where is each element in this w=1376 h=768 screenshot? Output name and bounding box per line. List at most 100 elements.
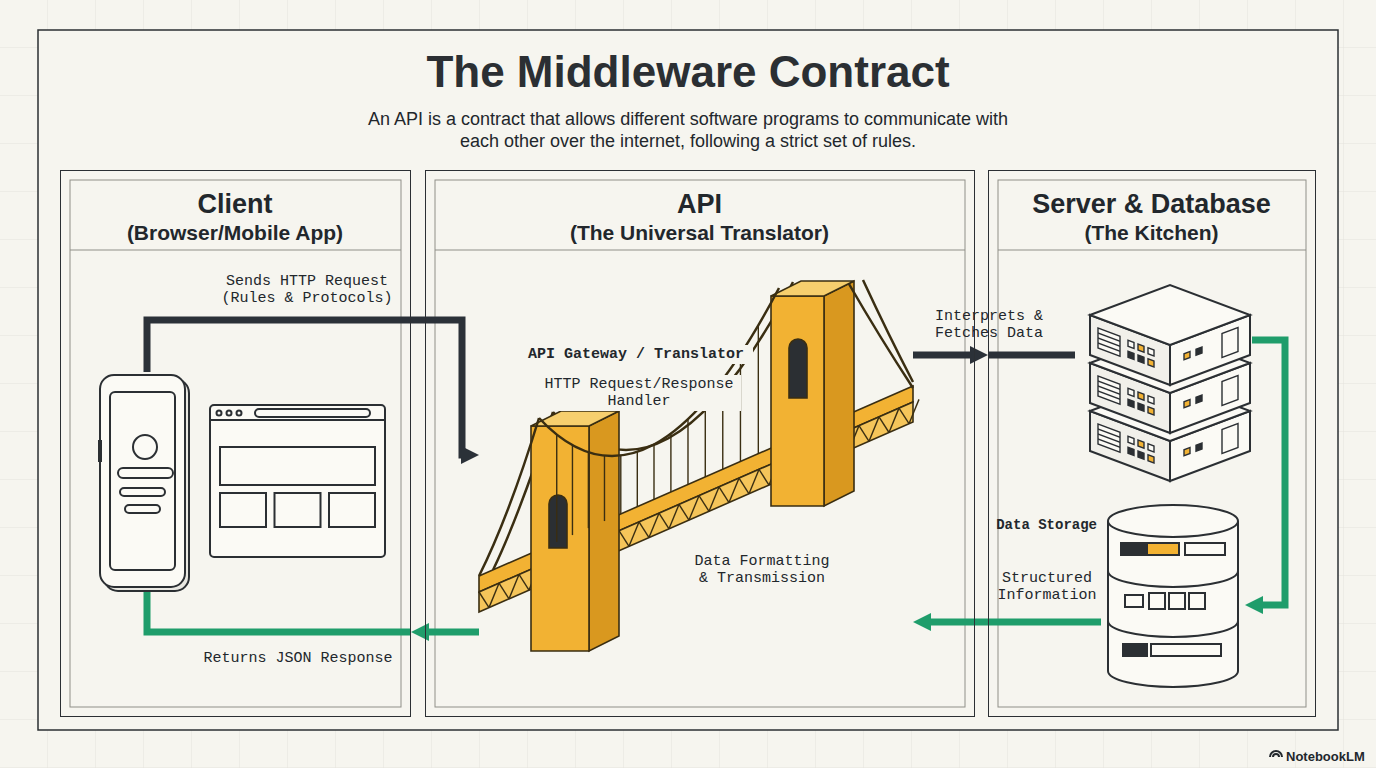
bridge-illustration-part-part [889,408,899,432]
bridge-illustration-part-part [863,280,913,382]
database-illustration-part-part [1125,595,1143,607]
panel-inner-frames-part [998,250,1306,251]
server-unit-part-part [1128,388,1134,396]
server-unit-part-part [1148,455,1154,463]
bridge-illustration-part-part [824,281,854,506]
panel-inner-frames-part [998,180,1306,707]
browser-icon-part [275,493,321,527]
phone-icon-part [98,440,102,462]
bridge-illustration-part-part [705,401,706,477]
server-unit-part-part [1128,399,1134,407]
bridge-illustration-part-part [849,284,913,388]
watermark-icon-part [1270,751,1282,757]
server-unit-part-part [1148,396,1154,404]
bridge-illustration-part [493,280,913,570]
server-unit-part-part [1222,423,1238,453]
edge-label: Returns JSON Response [196,650,400,667]
bridge-illustration-part-part [699,496,709,512]
browser-icon-part [255,409,370,417]
server-unit-part-part [1184,351,1190,359]
server-unit-part-part [1128,447,1134,455]
bridge-illustration-part [531,281,854,651]
bridge-illustration-part-part [604,456,605,521]
bridge-illustration-part-part [549,495,567,548]
panel-subheading: (The Universal Translator) [426,221,973,245]
panel-inner-frames-part [70,250,401,251]
phone-icon-part [100,375,185,587]
bridge-illustration-part-part [709,487,719,511]
bridge-illustration-part-part [719,487,729,503]
server-unit-part-part [1098,338,1120,346]
handler-label: HTTP Request/Response Handler [537,375,741,411]
database-illustration-part [1108,505,1238,687]
watermark-icon-part [1273,754,1279,757]
browser-icon-part [329,493,375,527]
server-unit-part-part [1128,436,1134,444]
database-illustration [1101,501,1246,693]
bridge-illustration-part-part [899,408,909,424]
server-unit-part-part [1098,386,1120,394]
bridge-illustration-part-part [509,574,519,598]
server-to-storage-arrow [1252,340,1285,605]
bridge-illustration-part-part [869,417,879,441]
browser-icon-part [210,405,385,557]
bridge-illustration-part-part [620,456,621,514]
server-unit-part-part [1128,340,1134,348]
bridge-illustration-part-part [519,574,529,590]
database-illustration-part-part [1151,644,1221,656]
watermark: NotebookLM [1286,749,1365,764]
server-unit-part-part [1098,424,1120,452]
bridge-illustration-part-part [739,478,749,494]
server-unit-part-part [1138,392,1144,400]
edge-label: Sends HTTP Request (Rules & Protocols) [212,273,402,307]
bridge-illustration-part-part [759,469,769,485]
formatting-label: Data Formatting & Transmission [685,552,839,588]
api-gateway-bridge: API Gateway / TranslatorHTTP Request/Res… [479,276,913,656]
bridge-illustration-part-part [749,469,759,493]
server-unit-part [1098,328,1154,369]
server-unit-part-part [1222,327,1238,357]
server-stack-icon [1090,285,1250,481]
response-lead-line [147,592,411,632]
server-unit-part [1184,375,1238,419]
server-unit-part-part [1098,343,1120,351]
fetch-lead-line [988,352,1075,359]
bridge-illustration-part-part [670,434,671,492]
bridge-illustration-part-part [556,435,557,542]
server-unit-part [1098,424,1154,465]
panel-inner-frames-part [435,180,965,707]
panel-heading: Client [61,189,409,219]
phone-icon-part [110,392,175,570]
bridge-illustration [479,276,913,656]
bridge-illustration-part-part [687,419,688,484]
bridge-illustration-part-part [649,513,659,537]
flow-arrow [411,320,469,455]
server-unit-part-part [1196,443,1202,451]
server-unit-part-part [1138,451,1144,459]
browser-icon-part [227,411,232,416]
bridge-illustration-part-part [659,513,669,529]
bridge-illustration-part-part [789,339,807,398]
request-lead-line [147,320,411,372]
bridge-illustration-part-part [653,445,654,500]
bridge-illustration-part-part [499,583,509,599]
panel-heading: API [426,189,973,219]
bridge-illustration-part-part [539,288,779,456]
database-illustration-part-part [1123,644,1147,656]
server-unit-part-part [1148,444,1154,452]
bridge-illustration-part-part [531,426,589,651]
server-unit-part-part [1098,376,1120,404]
flow-arrow [913,352,978,359]
server-unit-part-part [1148,348,1154,356]
database-illustration-part-part [1108,521,1238,687]
server-unit-part-part [1196,347,1202,355]
outer-frame [38,30,1338,730]
database-illustration-part-part [1169,593,1185,609]
browser-icon [210,405,385,557]
browser-icon-part [217,411,222,416]
bridge-illustration-part-part [589,411,619,651]
server-unit-part-part [1098,429,1120,437]
bridge-illustration-part-part [588,452,589,528]
